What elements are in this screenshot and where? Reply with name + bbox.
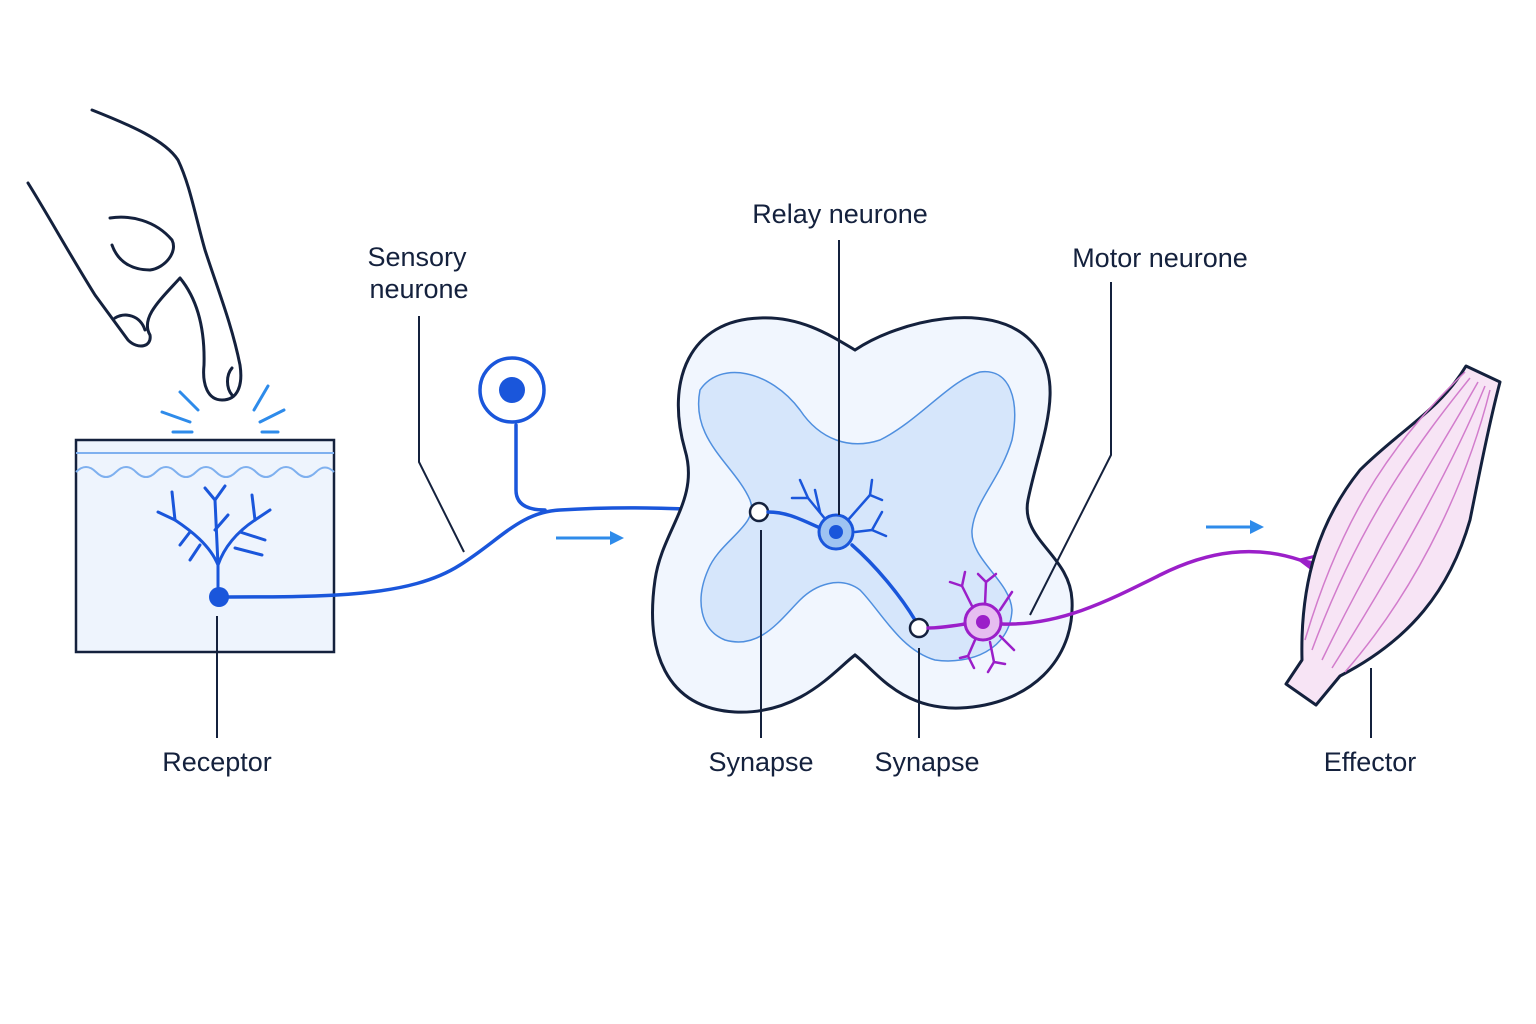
- synapse-1-marker: [748, 501, 770, 523]
- synapse-2-marker: [908, 617, 930, 639]
- label-effector: Effector: [1324, 747, 1417, 777]
- hand-illustration: [26, 108, 243, 402]
- leader-motor: [1029, 282, 1112, 616]
- leader-sensory: [418, 316, 465, 553]
- label-sensory-neurone-line2: neurone: [369, 274, 468, 304]
- label-synapse-1: Synapse: [708, 747, 813, 777]
- label-relay-neurone: Relay neurone: [752, 199, 928, 229]
- leader-lines: [216, 240, 1372, 738]
- label-motor-neurone: Motor neurone: [1072, 243, 1248, 273]
- relay-dendrites: [790, 478, 888, 538]
- impulse-arrow-motor: [1206, 520, 1264, 534]
- relay-nucleus: [829, 525, 843, 539]
- spinal-cord: [651, 316, 1074, 714]
- impulse-arrow-sensory: [556, 531, 624, 545]
- sensory-cell-body-stem: [514, 423, 547, 512]
- label-synapse-2: Synapse: [874, 747, 979, 777]
- sensory-nucleus: [499, 377, 525, 403]
- sensory-neurone-axon: [217, 506, 760, 599]
- motor-dendrites: [948, 570, 1016, 674]
- effector-muscle: [1284, 364, 1502, 707]
- label-sensory-neurone-line1: Sensory: [367, 242, 467, 272]
- stimulus-lines: [160, 384, 286, 434]
- motor-nucleus: [976, 615, 990, 629]
- label-receptor: Receptor: [162, 747, 272, 777]
- receptor-dendrites: [156, 484, 272, 599]
